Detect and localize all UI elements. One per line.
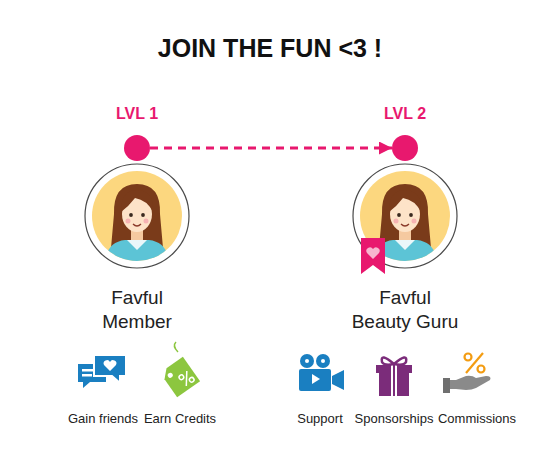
level-node: LVL 2 bbox=[361, 104, 449, 161]
level-dot bbox=[392, 135, 418, 161]
level-label: LVL 2 bbox=[361, 104, 449, 124]
level-dot bbox=[124, 135, 150, 161]
avatar-circle bbox=[351, 162, 459, 270]
icon-caption: Support bbox=[297, 411, 343, 426]
hand-icon bbox=[443, 353, 491, 393]
level-node: LVL 1 bbox=[93, 104, 181, 161]
member-name: Favful Beauty Guru bbox=[349, 286, 461, 334]
avatar-circle bbox=[83, 162, 191, 270]
icon-caption: Commissions bbox=[438, 411, 516, 426]
icon-caption: Earn Credits bbox=[144, 411, 216, 426]
dashed-arrow bbox=[150, 147, 392, 150]
profile-node: Favful Member bbox=[72, 162, 202, 334]
chat-icon bbox=[78, 355, 126, 388]
camera-icon bbox=[299, 354, 344, 391]
title-text: JOIN THE FUN <3 ! bbox=[0, 34, 540, 63]
gift-icon bbox=[376, 357, 412, 396]
tag-icon bbox=[160, 357, 200, 398]
icon-caption: Sponsorships bbox=[355, 411, 434, 426]
member-name: Favful Member bbox=[81, 286, 193, 334]
icon-caption: Gain friends bbox=[68, 411, 138, 426]
level-label: LVL 1 bbox=[93, 104, 181, 124]
profile-node: Favful Beauty Guru bbox=[340, 162, 470, 334]
